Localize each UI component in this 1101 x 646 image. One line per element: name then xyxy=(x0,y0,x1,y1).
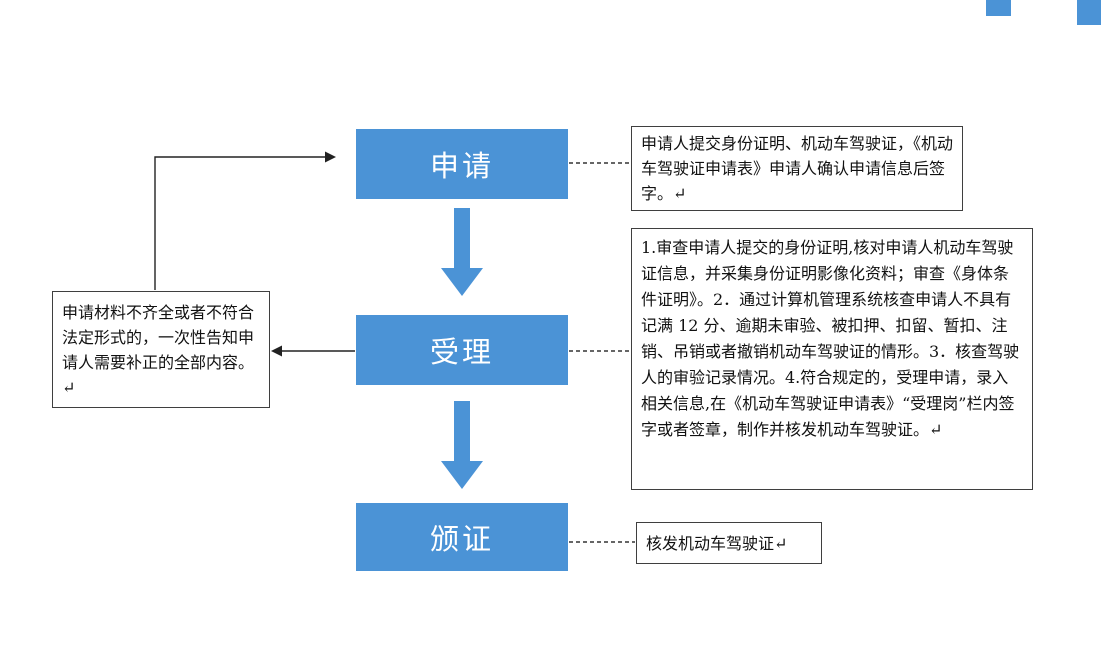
arrowhead-right xyxy=(325,151,336,163)
down-arrow-shaft xyxy=(454,401,470,461)
flow-node-accept: 受理 xyxy=(356,315,568,385)
flow-node-apply-label: 申请 xyxy=(429,149,494,183)
blue-artifact-2 xyxy=(1077,0,1101,25)
flow-node-apply: 申请 xyxy=(356,129,568,199)
issue-annotation-text: 核发机动车驾驶证↵ xyxy=(646,534,788,553)
reject-annotation-box: 申请材料不齐全或者不符合法定形式的，一次性告知申请人需要补正的全部内容。↵ xyxy=(52,291,270,408)
down-arrow-head xyxy=(441,268,483,296)
accept-annotation-box: 1.审查申请人提交的身份证明,核对申请人机动车驾驶证信息，并采集身份证明影像化资… xyxy=(631,228,1033,490)
flow-node-accept-label: 受理 xyxy=(429,335,494,369)
down-arrow-shaft xyxy=(454,208,470,268)
apply-annotation-box: 申请人提交身份证明、机动车驾驶证，《机动车驾驶证申请表》申请人确认申请信息后签字… xyxy=(631,126,963,211)
flow-node-issue-label: 颁证 xyxy=(429,522,494,556)
feedback-arrowheads xyxy=(271,151,336,357)
arrowhead-left xyxy=(271,345,282,357)
accept-annotation-text: 1.审查申请人提交的身份证明,核对申请人机动车驾驶证信息，并采集身份证明影像化资… xyxy=(641,238,1020,439)
reject-annotation-text: 申请材料不齐全或者不符合法定形式的，一次性告知申请人需要补正的全部内容。↵ xyxy=(62,303,255,397)
flow-node-issue: 颁证 xyxy=(356,503,568,571)
down-arrow-apply-to-accept xyxy=(441,208,483,296)
apply-annotation-text: 申请人提交身份证明、机动车驾驶证，《机动车驾驶证申请表》申请人确认申请信息后签字… xyxy=(641,134,954,203)
blue-artifact-1 xyxy=(986,0,1011,16)
down-arrow-accept-to-issue xyxy=(441,401,483,489)
reject-to-apply-line xyxy=(154,156,326,290)
down-arrow-head xyxy=(441,461,483,489)
dotted-leader-lines xyxy=(569,162,635,543)
issue-annotation-box: 核发机动车驾驶证↵ xyxy=(636,522,822,564)
